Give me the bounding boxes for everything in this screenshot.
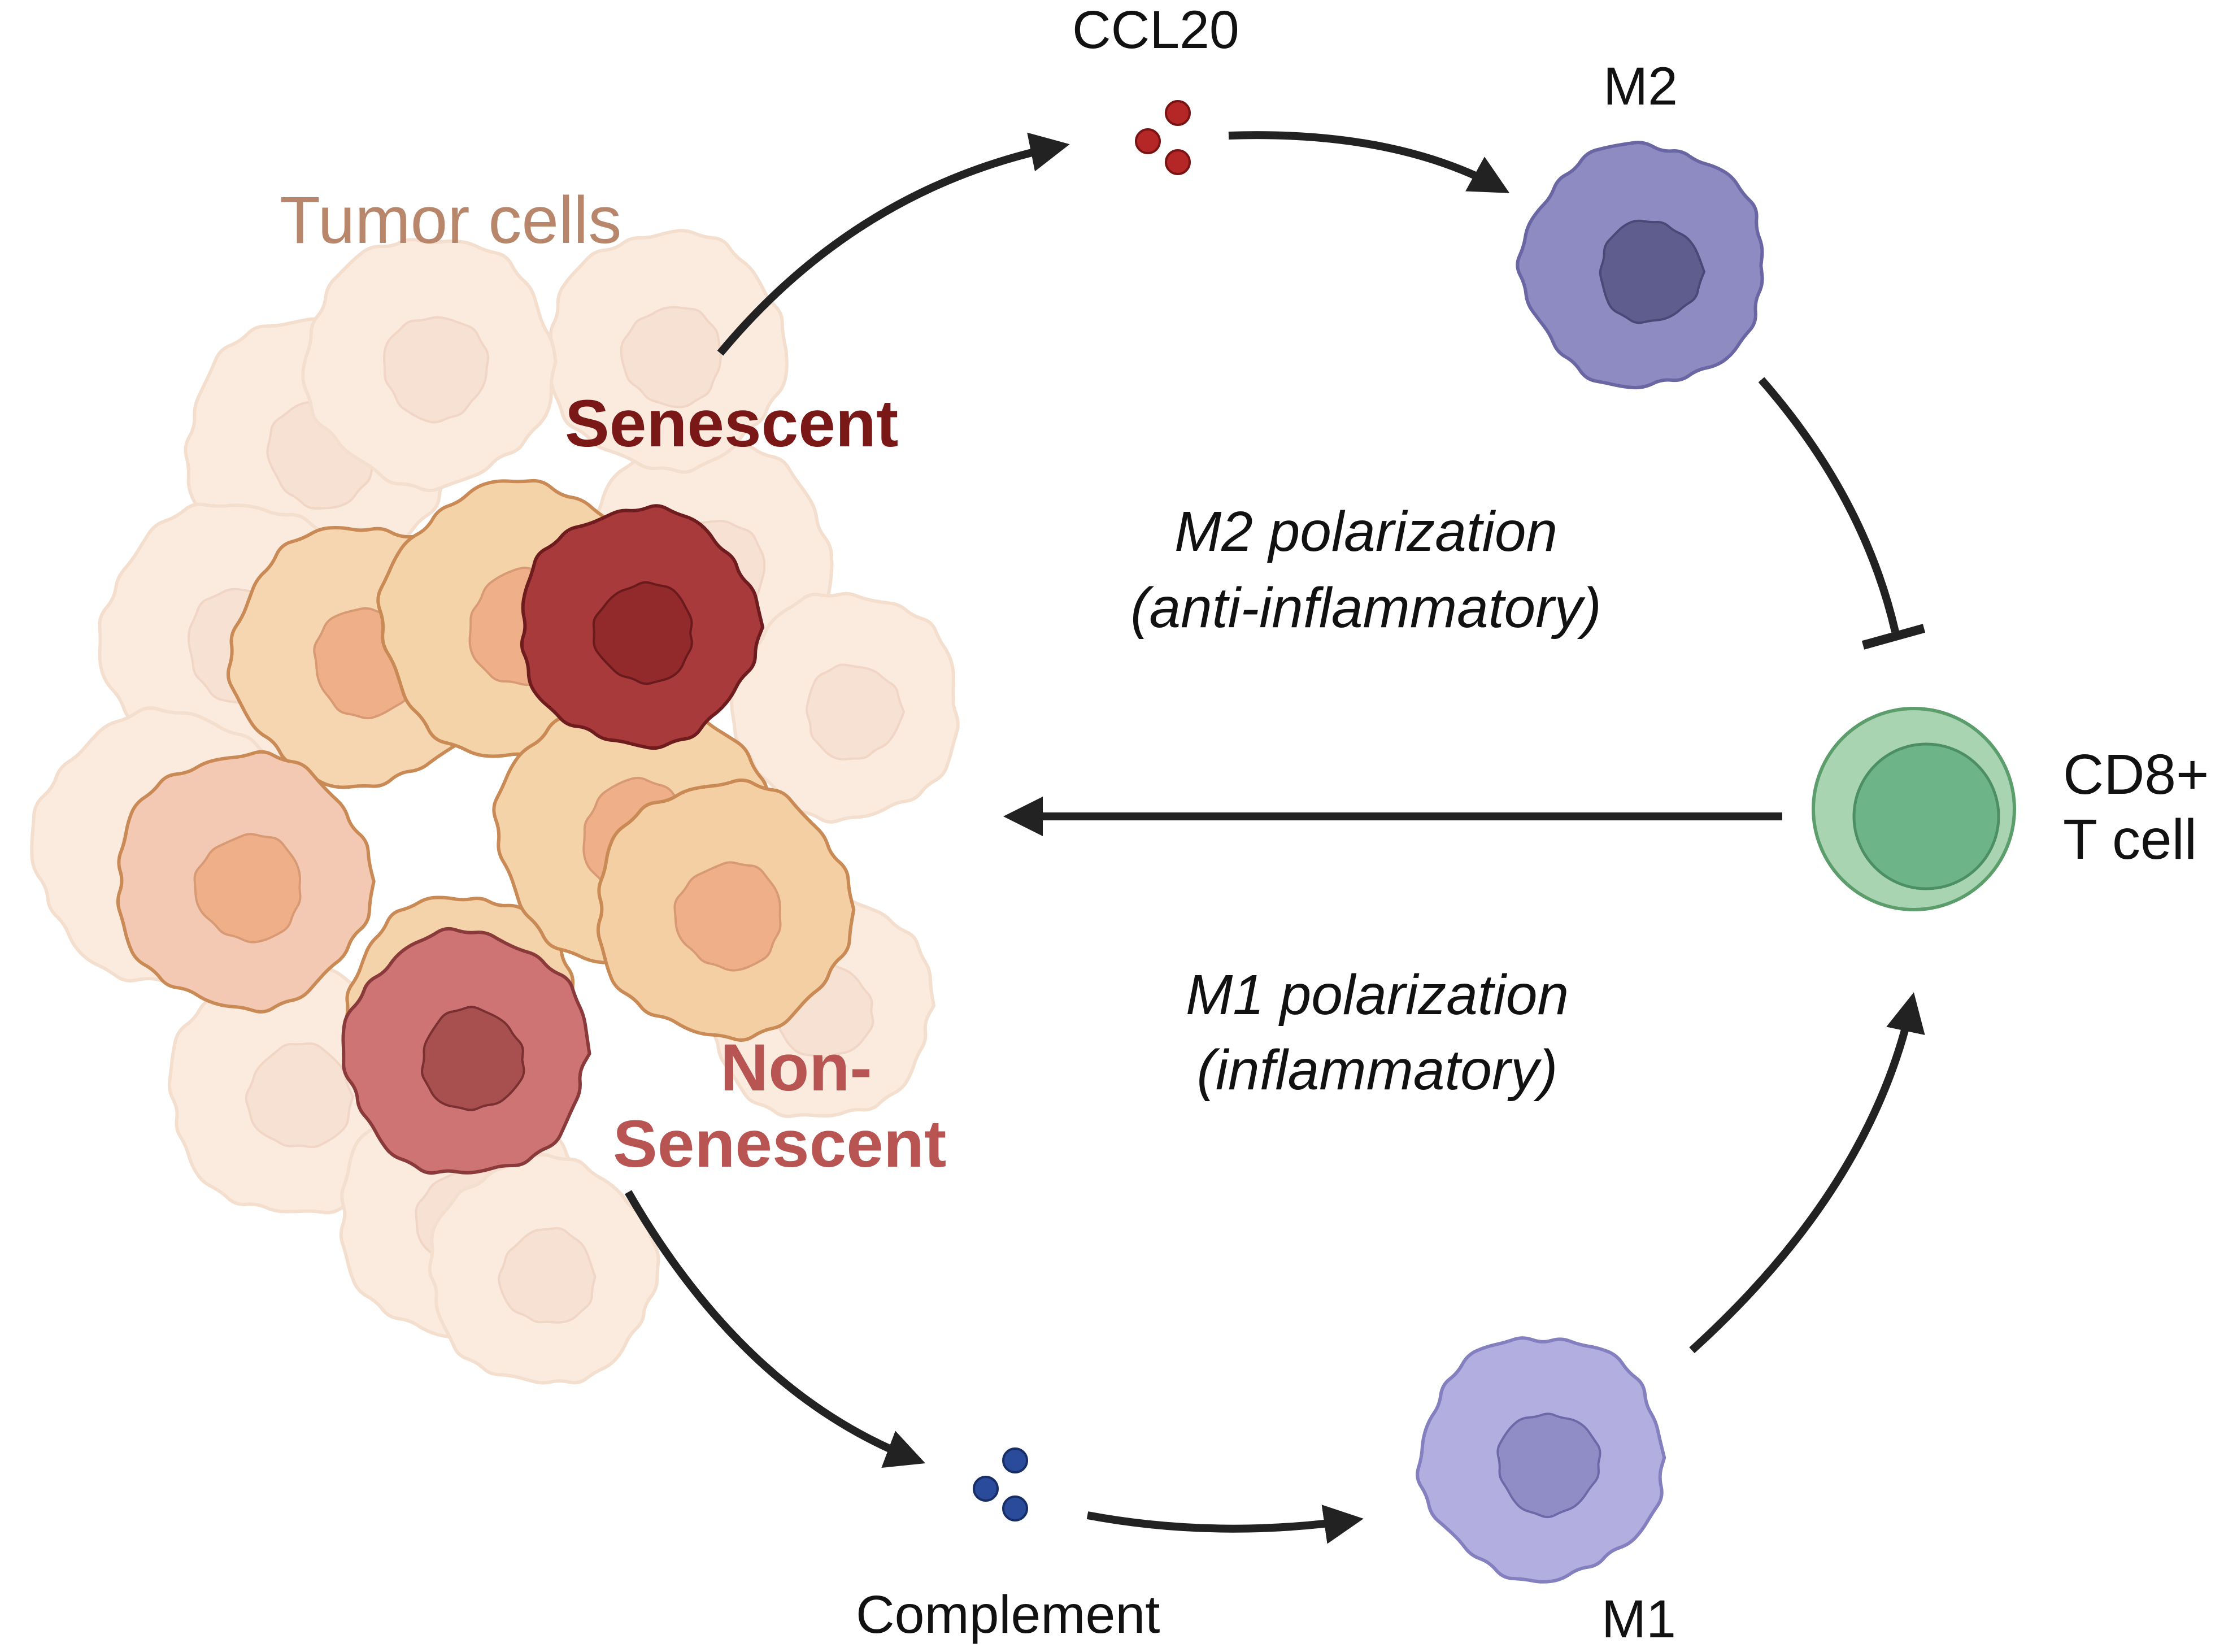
arrow-ccl20-to-m2 [1228, 131, 1510, 193]
non-senescent-label-line2: Senescent [613, 1107, 946, 1181]
m2-cell-body-nucleus [1599, 219, 1706, 324]
faint-tumor-cell-nucleus [245, 1042, 354, 1149]
non-senescent-cell-icon [341, 927, 591, 1175]
inhibit-bar [1861, 624, 1926, 650]
m1-cell-body-nucleus [1496, 1412, 1601, 1519]
senescent-cell-body-nucleus [592, 581, 693, 685]
arrow-complement-to-m1 [1086, 1505, 1364, 1544]
senescent-label: Senescent [565, 386, 898, 461]
non-senescent-cell-body-nucleus [421, 1006, 525, 1111]
m2-polarization-line2: (anti-inflammatory) [1130, 576, 1601, 640]
faint-tumor-cell-nucleus [620, 306, 723, 408]
m2-label: M2 [1603, 56, 1678, 116]
arrow-tumor-to-ccl20 [717, 132, 1070, 356]
ccl20-label: CCL20 [1072, 0, 1239, 60]
arrow-tumor-to-complement [624, 1190, 926, 1468]
ccl20-molecules-icon [1135, 100, 1191, 175]
tumor-cell-nucleus [673, 861, 782, 972]
m1-polarization-line1: M1 polarization [1186, 963, 1569, 1027]
m2-polarization-line1: M2 polarization [1174, 500, 1557, 563]
tumor-cluster-icon [30, 229, 960, 1385]
tumor-cell-nucleus [193, 833, 302, 944]
faint-tumor-cell-nucleus [498, 1227, 597, 1324]
inhibit-m2-to-tcell [1758, 377, 1899, 633]
m1-label: M1 [1601, 1589, 1676, 1649]
m1-polarization-line2: (inflammatory) [1197, 1038, 1558, 1102]
tumor-cells-label: Tumor cells [280, 183, 621, 258]
cd8-label-line2: T cell [2063, 808, 2197, 871]
complement-molecules-icon [973, 1447, 1028, 1521]
faint-tumor-cell-nucleus [806, 663, 906, 761]
arrow-m1-to-tcell [1689, 992, 1925, 1354]
senescent-cell-icon [520, 504, 765, 750]
cd8-label-line1: CD8+ [2063, 743, 2209, 806]
non-senescent-label-line1: Non- [720, 1031, 872, 1105]
cd8-t-cell-icon [1812, 707, 2016, 911]
faint-tumor-cell-nucleus [382, 316, 490, 424]
m2-macrophage-icon [1516, 141, 1764, 390]
m1-macrophage-icon [1416, 1336, 1666, 1584]
complement-label: Complement [856, 1585, 1160, 1645]
